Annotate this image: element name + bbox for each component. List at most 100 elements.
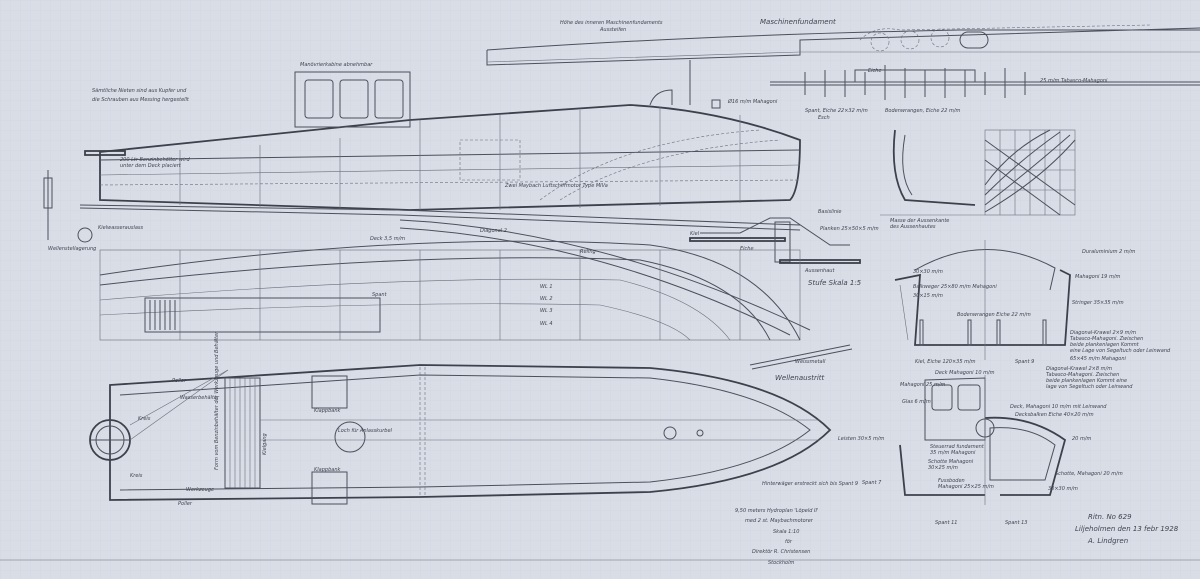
deck-b-label: Deck Mahagoni 10 m/m bbox=[935, 370, 995, 376]
step-detail: Kiel Eiche Planken 25×50×5 m/m Aussenhau… bbox=[689, 217, 879, 382]
step-eiche-label: Eiche bbox=[740, 246, 754, 252]
werkzeuge-label: Werkzeuge bbox=[186, 487, 214, 493]
spant-11-label: Spant 11 bbox=[935, 520, 958, 526]
limit-label: Hinterwäger erstreckt sich bis Spant 9 bbox=[762, 481, 858, 487]
deck-plan-view: Poller Wasserbehälter Kreis Kreis Werkze… bbox=[89, 331, 858, 507]
kreis-label: Kreis bbox=[138, 416, 151, 422]
diagb-label-1: Diagonal-Krawel 2×8 m/m bbox=[1046, 366, 1112, 372]
diagonal-label: Diagonal 2 bbox=[480, 228, 507, 234]
diag-label-2: Tabasco-Mahagoni. Zwischen bbox=[1070, 336, 1143, 342]
diag-label-1: Diagonal-Krawel 2×9 m/m bbox=[1070, 330, 1136, 336]
spant-7-label: Spant 7 bbox=[862, 480, 882, 486]
floors-section-label: Bodenwrangen Eiche 22 m/m bbox=[957, 312, 1031, 318]
scale-label: Skala 1:10 bbox=[773, 529, 799, 535]
leisten-label: Leisten 30×5 m/m bbox=[838, 436, 885, 442]
glas-label: Glas 6 m/m bbox=[902, 399, 931, 405]
planking-label: 25 m/m Tabasco-Mahagoni bbox=[1040, 78, 1108, 84]
wl4-label: WL 4 bbox=[540, 321, 553, 327]
schotte-label-1: Schotte Mahagoni bbox=[928, 459, 974, 465]
spant-line-label: Spant bbox=[372, 292, 388, 298]
lager-label: Wellenstellagerung bbox=[48, 246, 96, 252]
lines-plan: Deck 3,5 m/m Diagonal 2 Reling WL 1 WL 2… bbox=[99, 219, 811, 341]
fussboden-label-2: Mahagoni 25×25 m/m bbox=[938, 484, 994, 490]
body-plan-label-2: des Aussenhautes bbox=[890, 224, 936, 230]
city-label: Stockholm bbox=[768, 560, 794, 566]
reling-label: Reling bbox=[580, 249, 596, 255]
diagb-label-4: lage von Segeltuch oder Leinwand bbox=[1046, 384, 1133, 390]
frame-label: 65×45 m/m Mahagoni bbox=[1070, 356, 1127, 362]
diagb-label-3: beide plankenlagen Kommt eine bbox=[1046, 378, 1127, 384]
mahagoni-b-label: Mahagoni 25 m/m bbox=[900, 382, 945, 388]
deck2-label: Deck, Mahagoni 10 m/m mit Leinwand bbox=[1010, 404, 1107, 410]
steuer-label-2: 35 m/m Mahagoni bbox=[930, 450, 976, 456]
drawing-date: Liljeholmen den 13 febr 1928 bbox=[1075, 525, 1179, 533]
tank-form-label: Form vom Benzinbehälter der Werkzeuge un… bbox=[214, 331, 220, 470]
poller-top-label: Poller bbox=[172, 378, 187, 384]
r-label: 20 m/m bbox=[1072, 436, 1092, 442]
foundation-label: Maschinenfundament bbox=[760, 18, 836, 26]
body-plan: Masse der Aussenkante des Aussenhautes bbox=[880, 129, 1076, 230]
diagb-label-2: Tabasco-Mahagoni. Zwischen bbox=[1046, 372, 1119, 378]
diag-label-4: eine Lage von Segeltuch oder Leinwand bbox=[1070, 348, 1171, 354]
stringer-label: Stringer 35×35 m/m bbox=[1072, 300, 1124, 306]
poller-bottom-label: Poller bbox=[178, 501, 193, 507]
spant-label: Spant, Eiche 22×32 m/m bbox=[805, 108, 868, 114]
aussen-label: Aussteifen bbox=[599, 27, 626, 33]
deck-label: Deck 3,5 m/m bbox=[370, 236, 405, 242]
hatch-label: Loch für Anlasskurbel bbox=[338, 428, 393, 434]
klappbank-top-label: Klappbank bbox=[314, 408, 341, 414]
fuel-tank-label-2: unter dem Deck placiert bbox=[120, 163, 182, 169]
client-label: Direktör R. Christensen bbox=[752, 549, 810, 555]
note-line-2: die Schrauben aus Messing hergestellt bbox=[92, 97, 190, 103]
duralu-label: Duraluminium 2 m/m bbox=[1082, 249, 1135, 255]
signature: A. Lindgren bbox=[1087, 537, 1128, 545]
step-planken-label: Planken 25×50×5 m/m bbox=[820, 226, 879, 232]
wasser-label: Wasserbehälter bbox=[180, 395, 220, 401]
klappbank-bottom-label: Klappbank bbox=[314, 467, 341, 473]
balkweger-label: Balkweger 25×80 m/m Mahagoni bbox=[913, 284, 997, 290]
wl2-label: WL 2 bbox=[540, 296, 553, 302]
baseline-label: Basislinie bbox=[818, 209, 842, 215]
mahogany-label: Ø16 m/m Mahagoni bbox=[727, 98, 778, 105]
spant-9-label: Spant 9 bbox=[1015, 359, 1034, 365]
title-block: 9,50 meters Hydroplan 'Löpeld II' med 2 … bbox=[735, 508, 1179, 566]
eiche-label: Eiche bbox=[868, 68, 882, 74]
wl1-label: WL 1 bbox=[540, 284, 553, 290]
kiel-section-label: Kiel, Eiche 120×35 m/m bbox=[915, 359, 976, 365]
machine-foundation-view: Höhe des inneren Maschinenfundaments Aus… bbox=[486, 18, 1200, 121]
mahagoni-label: Mahagoni 19 m/m bbox=[1075, 274, 1120, 280]
fuel-tank-label-1: 200 Ltr Benzinbehälter wird bbox=[120, 157, 190, 163]
weissmetall-label: Weissmetall bbox=[795, 359, 826, 365]
kiel-label: Kielwasserauslass bbox=[98, 225, 144, 231]
title-line-2: med 2 st. Maybachmotorer bbox=[745, 518, 814, 524]
schotte-label-2: 30×25 m/m bbox=[928, 465, 958, 471]
kielgang-label: Kielgang bbox=[262, 433, 268, 455]
cabin-label: Manövrierkabine abnehmbar bbox=[300, 62, 373, 68]
inner-foundation-label: Höhe des inneren Maschinenfundaments bbox=[560, 20, 663, 26]
fussboden-label-1: Fussboden bbox=[938, 478, 965, 484]
step-title: Stufe Skala 1:5 bbox=[808, 279, 862, 287]
note-line-1: Sämtliche Nieten sind aus Kupfer und bbox=[92, 88, 187, 94]
small2-label: 30×15 m/m bbox=[913, 293, 943, 299]
step-kiel-label: Kiel bbox=[690, 231, 700, 237]
cross-section-cabin: Deck Mahagoni 10 m/m Mahagoni 25 m/m Gla… bbox=[838, 370, 1123, 526]
for-label: för bbox=[785, 539, 793, 545]
engine-label: Zwei Maybach Luftschiffmotor Type MIVa bbox=[504, 183, 608, 189]
schotte-r-label: Schotte, Mahagoni 20 m/m bbox=[1055, 471, 1123, 477]
diag-label-3: beide plankenlagen Kommt bbox=[1070, 342, 1140, 348]
steuer-label-1: Steuerrad fundament bbox=[930, 444, 985, 450]
title-line-1: 9,50 meters Hydroplan 'Löpeld II' bbox=[735, 508, 818, 514]
wellen-label: Wellenaustritt bbox=[775, 374, 825, 382]
kreis-label-2: Kreis bbox=[130, 473, 143, 479]
cross-section-spant-9: Duraluminium 2 m/m Mahagoni 19 m/m Balkw… bbox=[894, 240, 1171, 390]
small1-label: 30×30 m/m bbox=[913, 269, 943, 275]
profile-view: Manövrierkabine abnehmbar 200 Ltr Benzin… bbox=[43, 60, 842, 252]
body-plan-label-1: Masse der Aussenkante bbox=[890, 218, 949, 224]
step-aussenhaut-label: Aussenhaut bbox=[804, 268, 835, 274]
drawing-number: Ritn. No 629 bbox=[1088, 513, 1132, 521]
balken-label: Decksbalken Eiche 40×20 m/m bbox=[1015, 412, 1094, 418]
wl3-label: WL 3 bbox=[540, 308, 553, 314]
